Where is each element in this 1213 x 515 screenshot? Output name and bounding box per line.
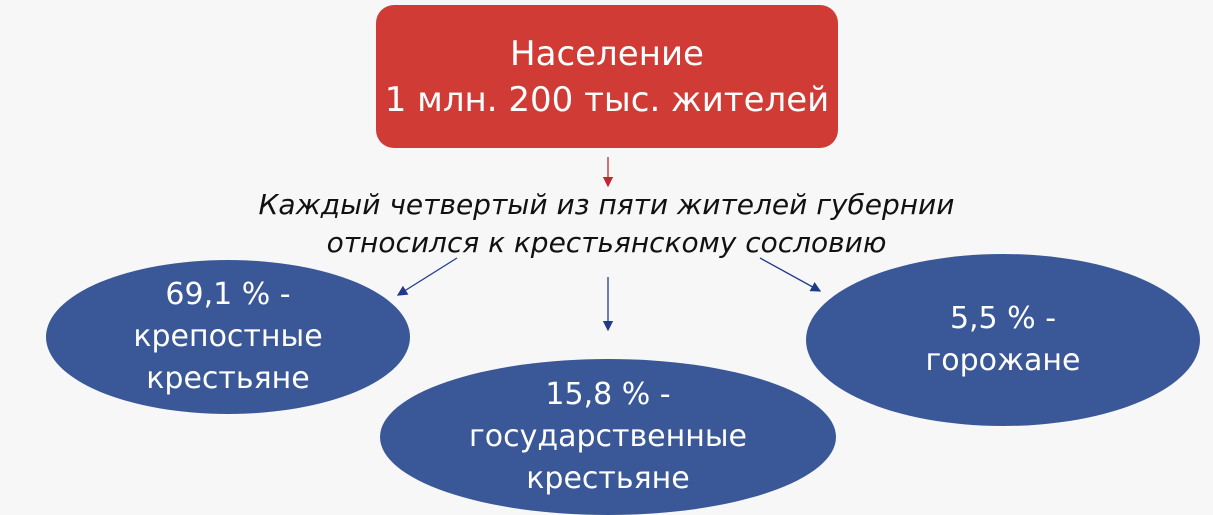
population-title: Население — [510, 33, 704, 74]
population-value: 1 млн. 200 тыс. жителей — [384, 79, 830, 120]
caption-line-1: Каждый четвертый из пяти жителей губерни… — [258, 188, 955, 221]
townspeople-label: горожане — [925, 343, 1081, 378]
peasant-share-caption: Каждый четвертый из пяти жителей губерни… — [0, 186, 1213, 262]
arrow-to-left — [396, 257, 458, 296]
population-box: Население 1 млн. 200 тыс. жителей — [376, 5, 838, 148]
caption-line-2: относился к крестьянскому сословию — [326, 226, 887, 259]
state-peasants-ellipse: 15,8 % - государственные крестьяне — [380, 359, 836, 515]
state-peasants-label-2: крестьяне — [526, 461, 690, 496]
serfs-ellipse: 69,1 % - крепостные крестьяне — [46, 260, 410, 414]
state-peasants-label-1: государственные — [468, 419, 747, 454]
arrow-to-right — [759, 257, 822, 292]
serfs-percent: 69,1 % - — [165, 277, 291, 312]
state-peasants-percent: 15,8 % - — [545, 377, 671, 412]
townspeople-ellipse: 5,5 % - горожане — [806, 254, 1200, 426]
townspeople-percent: 5,5 % - — [949, 301, 1057, 336]
serfs-label-2: крестьяне — [146, 361, 310, 396]
serfs-label-1: крепостные — [133, 319, 323, 354]
